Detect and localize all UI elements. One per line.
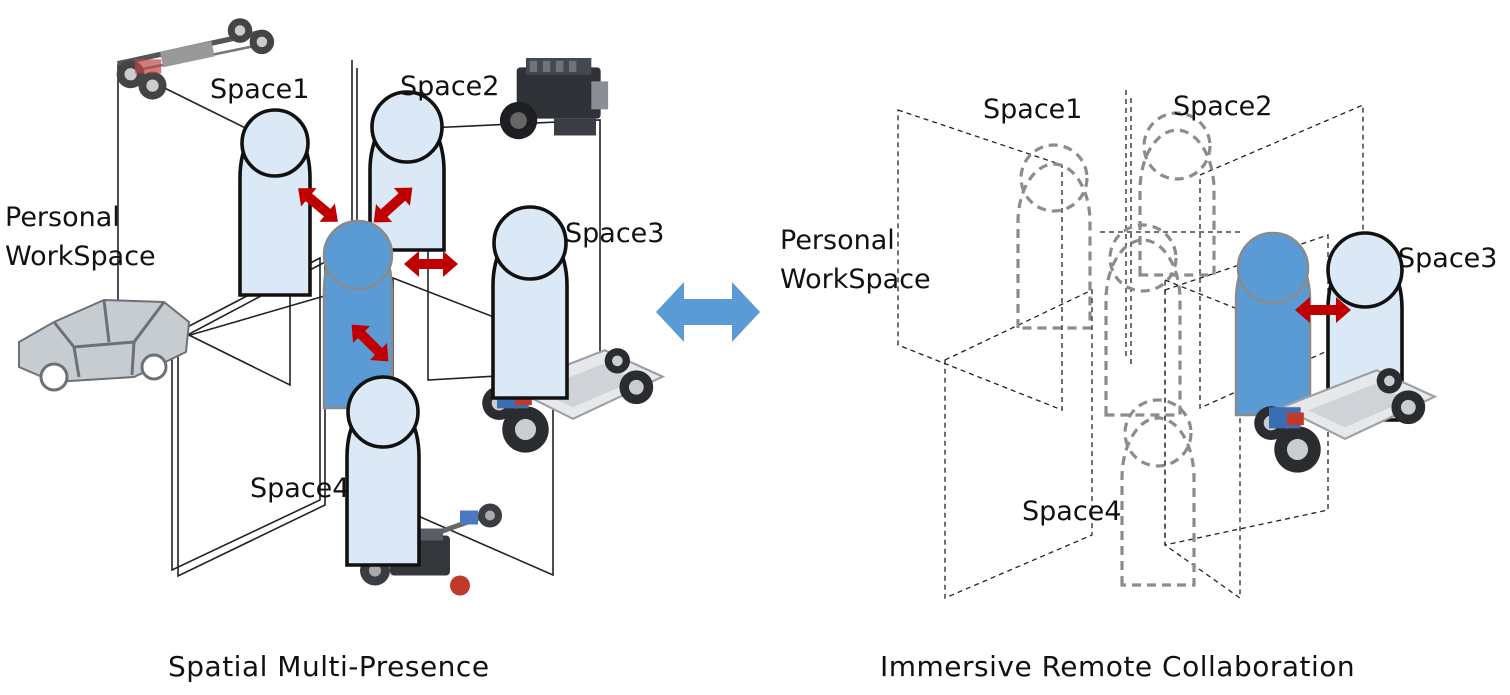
right-panel: Space1 Space2 Space3 Space4 Personal Wor… — [780, 90, 1497, 683]
person-head — [1142, 111, 1212, 181]
person-space2 — [368, 90, 446, 252]
pane-space1 — [897, 109, 1063, 411]
car-body-frame-icon — [17, 298, 191, 392]
label-space4: Space4 — [1022, 496, 1121, 527]
person-space1 — [238, 108, 312, 297]
label-workspace: WorkSpace — [5, 241, 156, 272]
caption-right: Immersive Remote Collaboration — [880, 650, 1355, 683]
engine-icon — [499, 58, 609, 140]
person-head — [1108, 223, 1178, 293]
person-self — [1234, 231, 1312, 417]
caption-left: Spatial Multi-Presence — [168, 650, 490, 683]
double-arrow-icon — [373, 187, 413, 223]
person-head — [370, 90, 444, 164]
label-personal: Personal — [780, 225, 895, 256]
person-head — [346, 375, 420, 449]
person-body — [1138, 128, 1216, 277]
double-arrow-icon — [351, 324, 389, 362]
person-head — [1123, 398, 1193, 468]
label-space3: Space3 — [1398, 243, 1497, 274]
person-body — [1104, 238, 1182, 417]
double-arrow-icon — [404, 251, 458, 277]
person-body — [1120, 416, 1196, 587]
person-head — [1019, 143, 1089, 213]
contact-arrows — [298, 187, 458, 362]
pane-cross — [179, 289, 346, 339]
label-workspace: WorkSpace — [780, 264, 931, 295]
label-space2: Space2 — [400, 71, 499, 102]
person-self — [322, 219, 394, 410]
label-space2: Space2 — [1173, 91, 1272, 122]
label-space1: Space1 — [983, 94, 1082, 125]
person-space3 — [491, 205, 569, 400]
ghost-person-center — [1104, 223, 1182, 417]
pane-space1 — [117, 63, 291, 387]
ghost-person-space4 — [1120, 398, 1196, 587]
double-arrow-icon — [1295, 297, 1351, 323]
person-head — [1236, 231, 1310, 305]
person-head — [492, 205, 568, 281]
pane-space4-right — [1164, 279, 1241, 600]
person-head — [322, 219, 394, 291]
pane-space4-front — [177, 260, 326, 578]
label-space1: Space1 — [210, 74, 309, 105]
label-space4: Space4 — [250, 473, 349, 504]
label-space3: Space3 — [565, 218, 664, 249]
pane-space4 — [944, 288, 1093, 599]
left-panel: Space1 Space2 Space3 Space4 Personal Wor… — [5, 18, 664, 683]
ghost-person-space1 — [1016, 143, 1092, 330]
double-arrow-icon — [298, 188, 338, 222]
person-head — [240, 108, 310, 178]
person-space4 — [345, 375, 421, 567]
ghost-person-space2 — [1138, 111, 1216, 277]
person-body — [1016, 162, 1092, 330]
double-arrow-icon — [656, 282, 760, 342]
person-head — [1326, 231, 1404, 309]
label-personal: Personal — [5, 202, 120, 233]
